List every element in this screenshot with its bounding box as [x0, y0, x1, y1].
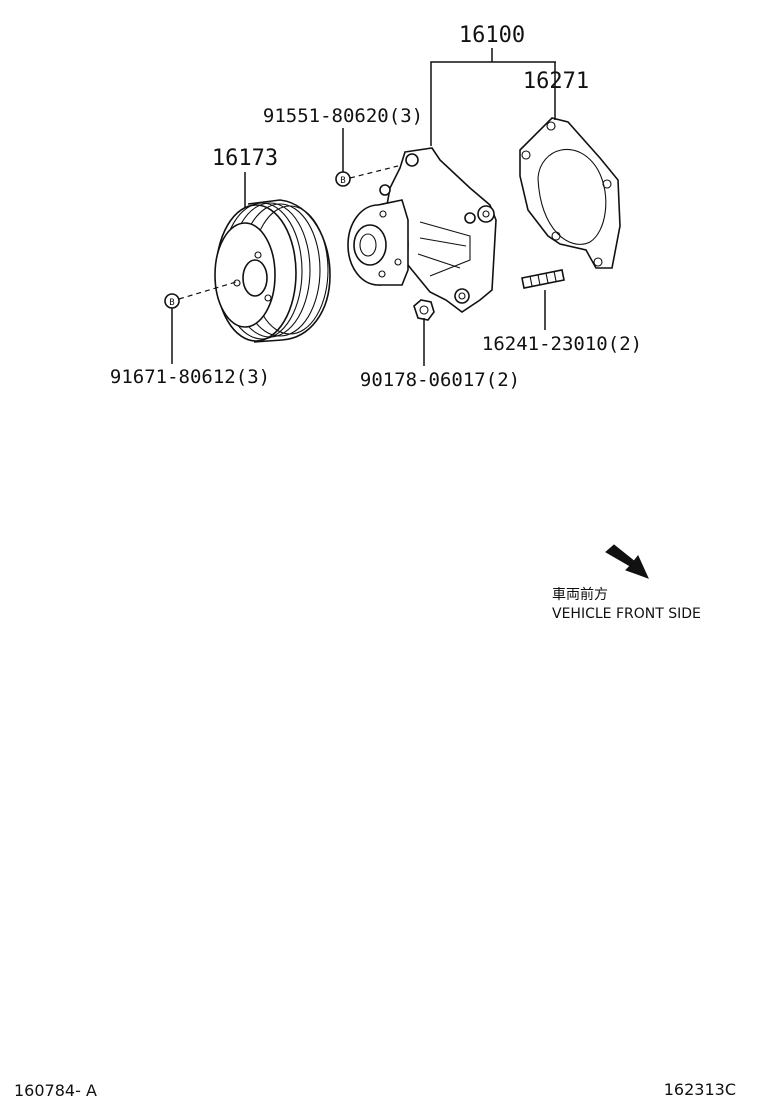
- label-stud: 16241-23010(2): [482, 333, 642, 355]
- nut-drawing: [413, 299, 435, 321]
- assembly-line-pump-bolt: [349, 165, 399, 179]
- label-nut: 90178-06017(2): [360, 369, 520, 391]
- footer-right-code: 162313C: [664, 1080, 736, 1099]
- assembly-line-pulley-bolt: [178, 281, 237, 300]
- direction-label-en: VEHICLE FRONT SIDE: [552, 606, 701, 622]
- water-pump-drawing: [347, 147, 497, 313]
- bolt-marker-label: B: [340, 176, 345, 186]
- stud-drawing: [521, 269, 565, 289]
- bolt-marker-pulley: B: [164, 293, 180, 309]
- footer-left-code: 160784- A: [14, 1081, 97, 1100]
- direction-label-jp: 車両前方: [552, 586, 608, 603]
- bolt-marker-pump: B: [335, 171, 351, 187]
- label-gasket: 16271: [523, 69, 589, 94]
- leader-16100: [430, 61, 556, 146]
- direction-arrow-icon: [605, 544, 649, 579]
- gasket-drawing: [519, 117, 621, 269]
- label-water-pump-assy: 16100: [459, 23, 525, 48]
- label-bolt-pulley: 91671-80612(3): [110, 366, 270, 388]
- label-bolt-pump: 91551-80620(3): [263, 105, 423, 127]
- bolt-marker-label: B: [169, 298, 174, 308]
- label-pulley: 16173: [212, 146, 278, 171]
- pulley-drawing: [214, 199, 331, 343]
